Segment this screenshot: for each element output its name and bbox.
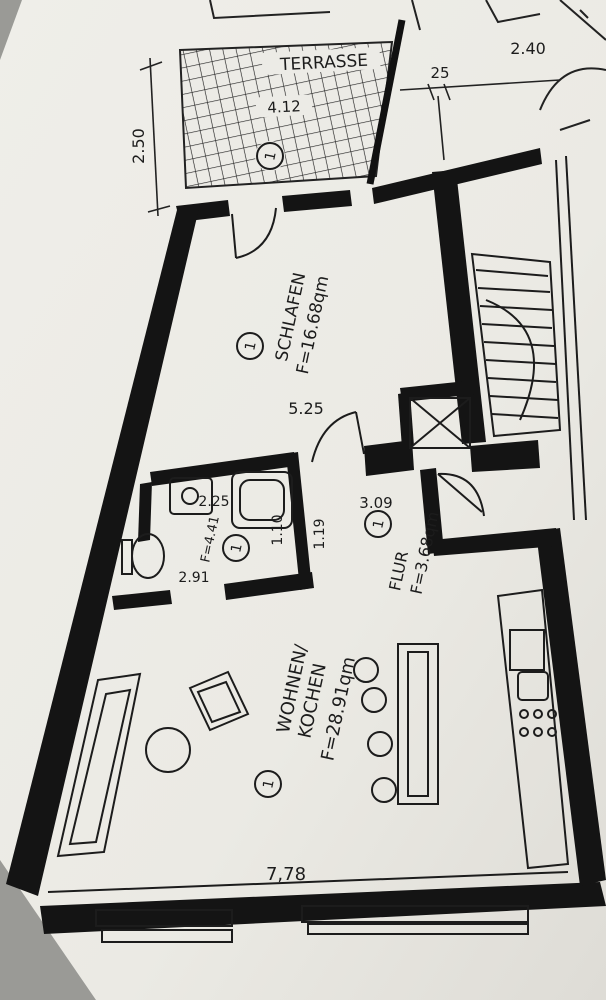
dim-bath-b: 2.91 — [178, 570, 209, 586]
terrace-label: TERRASSE — [279, 51, 369, 76]
plan-linework — [47, 155, 587, 943]
dim-bath-d: 1.19 — [312, 518, 328, 549]
living-number: 1 — [260, 778, 278, 790]
dim-bedroom-width: 5.25 — [288, 399, 324, 418]
dim-living-width: 7,78 — [266, 864, 306, 885]
room-number-circles — [222, 142, 392, 798]
dim-bath-a: 2.25 — [198, 494, 229, 510]
dim-bath-c: 1.10 — [270, 514, 286, 545]
terrace-dim-box — [255, 94, 313, 118]
room-number-texts: 1 1 1 1 1 — [228, 150, 388, 790]
terrace-label-box — [261, 46, 381, 76]
dim-hall-width: 3.09 — [359, 494, 392, 512]
dim-terrace-depth: 2.50 — [129, 128, 148, 164]
bath-number: 1 — [228, 542, 246, 554]
terrace-railing — [366, 19, 406, 185]
dim-top-right: 2.40 — [510, 39, 546, 58]
terrace-number: 1 — [262, 150, 280, 162]
terrace-dimension: 4.12 — [267, 97, 301, 117]
dimension-lines — [139, 57, 561, 217]
dim-wall-offset: 25 — [430, 64, 449, 82]
terrace-number-bg — [255, 141, 285, 171]
neighbour-plan-fragment — [209, 0, 606, 131]
bedroom-number: 1 — [242, 340, 260, 352]
exterior-walls — [6, 148, 606, 934]
hall-number: 1 — [370, 518, 388, 530]
